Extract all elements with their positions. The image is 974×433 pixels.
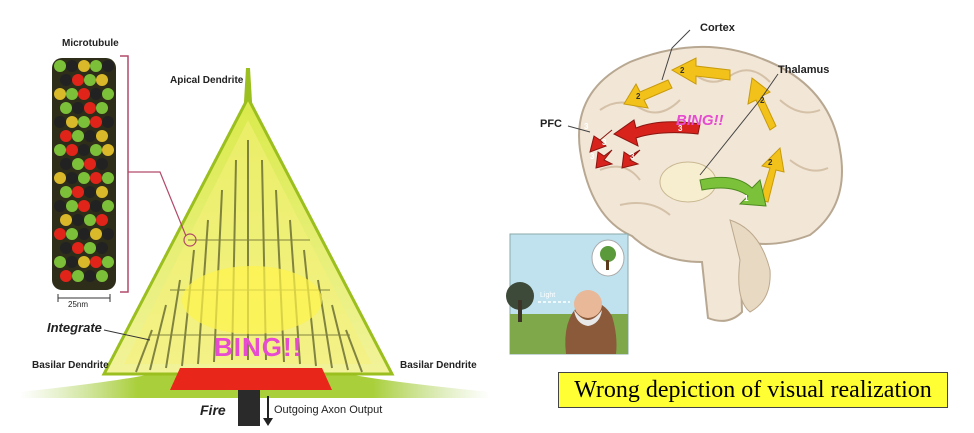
integration-glow <box>182 266 322 334</box>
arrow-badge-2b: 2 <box>760 96 765 105</box>
basilar-dendrite-right-label: Basilar Dendrite <box>400 360 477 371</box>
pfc-label: PFC <box>540 118 562 130</box>
neuron-bing-label: BING!! <box>214 332 303 362</box>
arrow-badge-3d: 3 <box>590 152 595 161</box>
caption-box: Wrong depiction of visual realization <box>558 372 948 408</box>
axon-output-label: Outgoing Axon Output <box>274 404 383 416</box>
fire-label: Fire <box>200 402 226 418</box>
arrow-badge-2d: 2 <box>636 92 641 101</box>
brain-bing-label: BING!! <box>676 112 724 129</box>
microtubule-illustration <box>52 58 116 290</box>
microtubule-label: Microtubule <box>62 38 119 49</box>
cortex-pointer <box>661 29 691 81</box>
pfc-arrows <box>589 119 701 169</box>
apical-dendrite-label: Apical Dendrite <box>170 75 244 86</box>
thalamus-label: Thalamus <box>778 64 830 76</box>
light-label: Light <box>540 292 556 299</box>
cortex-label: Cortex <box>700 22 735 34</box>
thalamus-arrow <box>699 176 767 207</box>
arrow-badge-3a: 3 <box>678 124 683 133</box>
zoom-line <box>128 171 187 237</box>
cortex-arrows <box>623 57 785 203</box>
observer-inset <box>506 233 629 355</box>
caption-text: Wrong depiction of visual realization <box>574 376 932 403</box>
fire-zone <box>170 368 332 390</box>
integrate-label: Integrate <box>47 320 102 335</box>
pfc-pointer <box>567 125 591 133</box>
microtubule-bracket <box>120 55 129 293</box>
arrow-badge-3e: 3 <box>630 152 635 161</box>
thalamus-pointer <box>699 73 779 176</box>
arrow-badge-3c: 3 <box>602 138 607 147</box>
axon <box>238 390 260 426</box>
arrow-badge-3b: 3 <box>584 122 589 131</box>
arrow-badge-2a: 2 <box>768 158 773 167</box>
scale-label: 25nm <box>68 300 89 309</box>
integrate-pointer <box>103 329 151 341</box>
arrow-badge-1: 1 <box>744 194 749 203</box>
arrow-badge-2c: 2 <box>680 66 685 75</box>
basilar-dendrite-left-label: Basilar Dendrite <box>32 360 109 371</box>
cerebellum-shape <box>729 219 771 313</box>
